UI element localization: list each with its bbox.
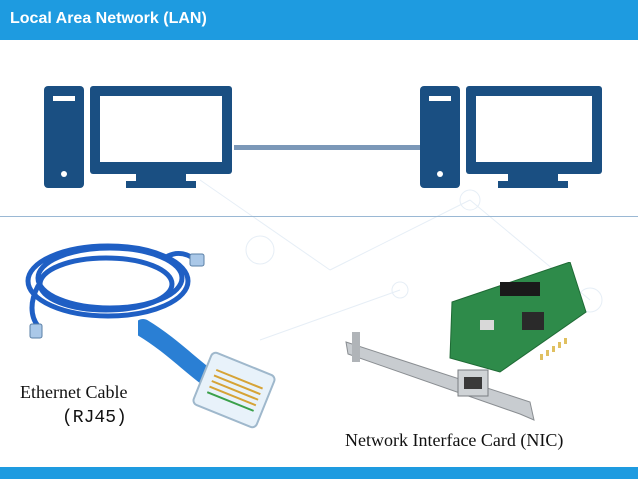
section-divider	[0, 216, 638, 217]
footer-bar	[0, 467, 638, 479]
slide-title: Local Area Network (LAN)	[10, 10, 207, 27]
computer-right-icon	[420, 86, 602, 188]
ethernet-cable-label: Ethernet Cable	[20, 382, 128, 402]
rj45-connector-image	[138, 319, 276, 429]
nic-label: Network Interface Card (NIC)	[345, 430, 564, 450]
network-link-line	[234, 145, 420, 150]
title-bar: Local Area Network (LAN)	[0, 0, 638, 40]
network-interface-card-image	[345, 262, 587, 421]
computer-left-icon	[44, 86, 232, 188]
ethernet-cable-coil-image	[25, 243, 205, 339]
rj45-label: (RJ45)	[62, 408, 127, 428]
